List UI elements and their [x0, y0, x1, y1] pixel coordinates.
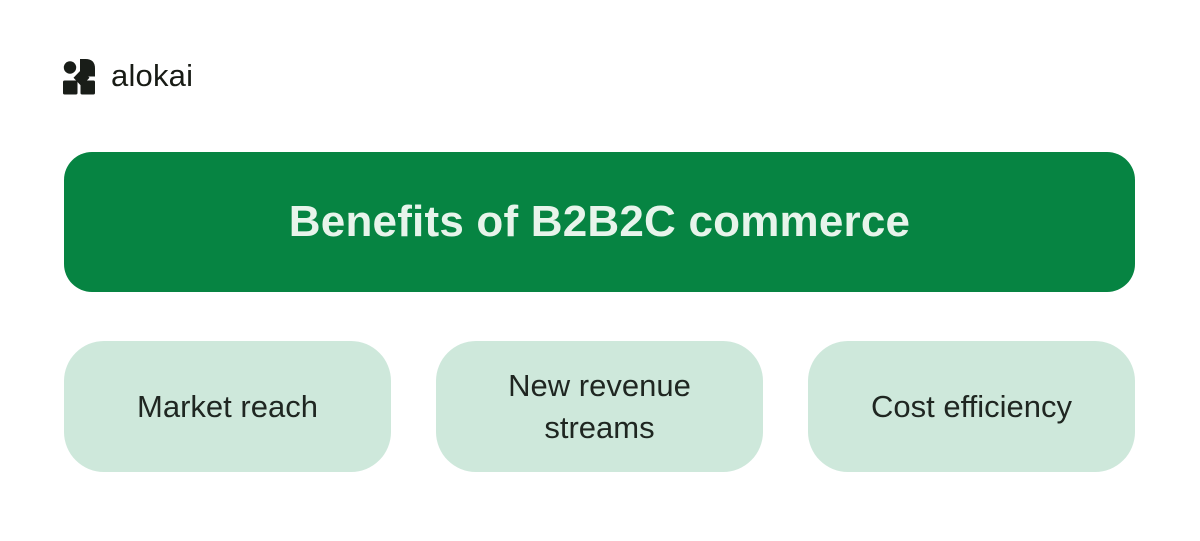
benefit-label: Market reach [137, 388, 318, 424]
benefit-card-new-revenue-streams: New revenue streams [436, 341, 763, 472]
alokai-wordmark: alokai [111, 58, 194, 93]
page-title: Benefits of B2B2C commerce [288, 197, 911, 246]
benefit-card-market-reach: Market reach [64, 341, 391, 472]
alokai-logo: alokai [62, 58, 193, 95]
benefit-label: New revenue streams [508, 367, 691, 445]
alokai-mark-icon [63, 59, 95, 95]
benefits-row: Market reach New revenue streams Cost ef… [64, 341, 1135, 472]
benefit-card-cost-efficiency: Cost efficiency [808, 341, 1135, 472]
benefit-label: Cost efficiency [870, 388, 1072, 424]
title-banner: Benefits of B2B2C commerce [64, 152, 1135, 292]
